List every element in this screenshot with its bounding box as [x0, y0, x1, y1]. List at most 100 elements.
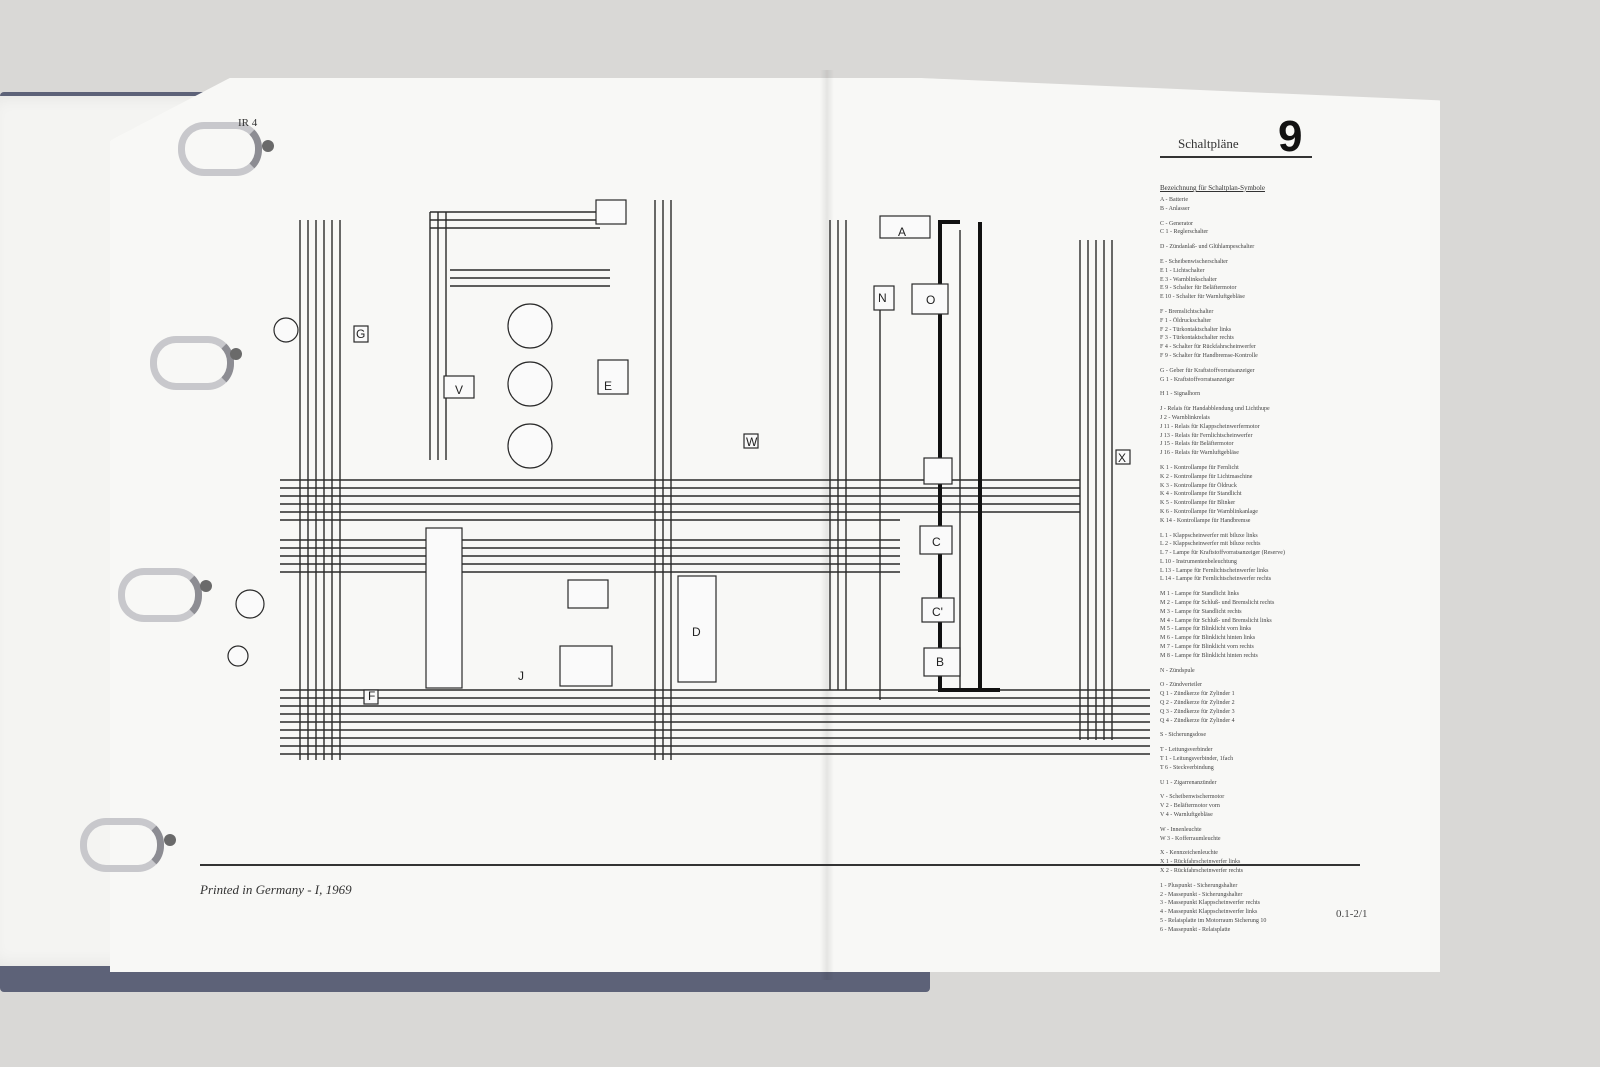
legend-entry: F 9 - Schalter für Handbremse-Kontrolle: [1160, 352, 1258, 359]
legend-entry: K 6 - Kontrollampe für Warnblinkanlage: [1160, 508, 1258, 515]
legend-entry: M 3 - Lampe für Standlicht rechts: [1160, 608, 1242, 615]
legend-entry: H 1 - Signalhorn: [1160, 391, 1201, 398]
legend-entry: S - Sicherungsdose: [1160, 732, 1206, 739]
label-d: D: [692, 625, 701, 639]
legend-entry: N - Zündspule: [1160, 667, 1195, 674]
legend-entry: F 4 - Schalter für Rückfahrscheinwerfer: [1160, 344, 1256, 351]
legend-entry: J 11 - Relais für Klappscheinwerfermotor: [1160, 423, 1260, 430]
punch-hole: [164, 834, 176, 846]
legend-entry: 6 - Massepunkt - Relaisplatte: [1160, 926, 1231, 933]
legend-entry: X 2 - Rückfahrscheinwerfer rechts: [1160, 868, 1243, 874]
header-rule: [1160, 156, 1312, 158]
legend-entry: J - Relais für Handabblendung und Lichth…: [1160, 406, 1270, 413]
label-o: O: [926, 293, 935, 307]
wire-bundle-horizontal: [280, 211, 1150, 755]
legend-entry: M 5 - Lampe für Blinklicht vorn links: [1160, 626, 1252, 633]
legend-entry: E - Scheibenwischerschalter: [1160, 258, 1228, 265]
legend-entry: D - Zündanlaß- und Glühlampeschalter: [1160, 244, 1255, 251]
page-number: IR 4: [238, 117, 258, 129]
footer-rule: [200, 864, 1360, 866]
legend-entry: C 1 - Reglerschalter: [1160, 229, 1209, 236]
legend-entry: W 3 - Kofferraumleuchte: [1160, 835, 1221, 842]
legend-list: A - Batterie B - Anlasser C - Generator C 1…: [1160, 196, 1420, 935]
legend-entry: L 7 - Lampe für Kraftstoffvorratsanzeige…: [1160, 550, 1285, 557]
legend-entry: E 10 - Schalter für Warnluftgebläse: [1160, 294, 1245, 301]
punch-hole: [262, 140, 274, 152]
label-c: C: [932, 535, 941, 549]
legend-entry: J 15 - Relais für Beläftermotor: [1160, 441, 1234, 448]
legend-entry: Q 2 - Zündkerze für Zylinder 2: [1160, 700, 1235, 707]
label-w: W: [746, 435, 758, 449]
legend-entry: L 13 - Lampe für Fernlichtscheinwerfer l…: [1160, 567, 1269, 574]
legend-entry: K 2 - Kontrollampe für Lichtmaschine: [1160, 473, 1253, 480]
legend-entry: M 7 - Lampe für Blinklicht vorn rechts: [1160, 644, 1254, 651]
legend-entry: E 3 - Warnblinkschalter: [1160, 276, 1217, 283]
legend-entry: G - Geber für Kraftstoffvorratsanzeiger: [1160, 367, 1255, 374]
legend-entry: F - Bremslichtschalter: [1160, 308, 1214, 315]
legend-entry: J 2 - Warnblinkrelais: [1160, 414, 1210, 421]
legend-entry: M 8 - Lampe für Blinklicht hinten rechts: [1160, 652, 1258, 659]
components: [353, 199, 1131, 705]
legend-entry: M 4 - Lampe für Schluß- und Bremslicht l…: [1160, 617, 1272, 624]
legend-entry: T - Leitungsverbinder: [1160, 747, 1213, 754]
wire-bundle-vertical: [299, 200, 1113, 760]
legend-entry: E 9 - Schalter für Beläftermotor: [1160, 285, 1237, 292]
legend-entry: F 1 - Öldruckschalter: [1160, 317, 1212, 324]
label-b: B: [936, 655, 944, 669]
label-e: E: [604, 379, 612, 393]
label-x: X: [1118, 451, 1126, 465]
legend-entry: X - Kennzeichenleuchte: [1160, 850, 1218, 857]
legend-entry: 1 - Pluspunkt - Sicherungshalter: [1160, 882, 1238, 889]
legend-entry: U 1 - Zigarrenanzünder: [1160, 779, 1217, 786]
component-labels: A B C C' D E F G J N O V W X: [356, 225, 1126, 703]
legend-entry: K 3 - Kontrollampe für Öldruck: [1160, 482, 1237, 489]
legend-entry: C - Generator: [1160, 220, 1193, 227]
legend-entry: G 1 - Kraftstoffvorratsanzeiger: [1160, 376, 1235, 383]
legend-entry: L 2 - Klappscheinwerfer mit biluxe recht…: [1160, 541, 1261, 548]
legend-entry: M 2 - Lampe für Schluß- und Bremslicht r…: [1160, 600, 1275, 607]
label-f: F: [368, 689, 375, 703]
legend-entry: Q 4 - Zündkerze für Zylinder 4: [1160, 717, 1235, 724]
page-code: 0.1-2/1: [1336, 908, 1368, 920]
legend-entry: 2 - Massepunkt - Sicherungshalter: [1160, 891, 1243, 898]
punch-hole: [200, 580, 212, 592]
legend-entry: J 13 - Relais für Fernlichtscheinwerfer: [1160, 432, 1253, 439]
legend-entry: Q 3 - Zündkerze für Zylinder 3: [1160, 708, 1235, 715]
legend-entry: K 14 - Kontrollampe für Handbremse: [1160, 517, 1251, 524]
legend-entry: V 4 - Warnluftgebläse: [1160, 812, 1213, 819]
legend-entry: 4 - Massepunkt Klappscheinwerfer links: [1160, 909, 1258, 916]
legend-entry: K 1 - Kontrollampe für Fernlicht: [1160, 464, 1239, 471]
legend-entry: 3 - Massepunkt Klappscheinwerfer rechts: [1160, 900, 1260, 907]
legend-entry: F 2 - Türkontaktschalter links: [1160, 326, 1232, 333]
legend-title: Bezeichnung für Schaltplan-Symbole: [1160, 184, 1265, 192]
heavy-battery-cable: [938, 220, 1000, 692]
label-a: A: [898, 225, 906, 239]
section-title: Schaltpläne: [1178, 136, 1239, 151]
legend-entry: A - Batterie: [1160, 197, 1188, 203]
legend-entry: E 1 - Lichtschalter: [1160, 267, 1205, 274]
gauges: [227, 303, 553, 667]
legend-entry: M 1 - Lampe für Standlicht links: [1160, 591, 1239, 598]
label-g: G: [356, 327, 365, 341]
binder-ring: [118, 568, 202, 622]
legend-entry: V 2 - Beläftermotor vorn: [1160, 803, 1220, 810]
legend-entry: K 5 - Kontrollampe für Blinker: [1160, 500, 1236, 507]
legend-entry: T 1 - Leitungsverbinder, 1fach: [1160, 756, 1234, 763]
label-v: V: [455, 383, 463, 397]
legend-entry: Q 1 - Zündkerze für Zylinder 1: [1160, 691, 1235, 698]
legend-entry: O - Zündverteiler: [1160, 682, 1202, 689]
legend-entry: L 14 - Lampe für Fernlichtscheinwerfer r…: [1160, 576, 1272, 583]
legend-entry: L 1 - Klappscheinwerfer mit biluxe links: [1160, 532, 1258, 539]
legend-entry: X 1 - Rückfahrscheinwerfer links: [1160, 859, 1241, 866]
section-number: 9: [1278, 112, 1303, 161]
label-j: J: [518, 669, 524, 683]
punch-hole: [230, 348, 242, 360]
binder-ring: [178, 122, 262, 176]
legend-entry: K 4 - Kontrollampe für Standlicht: [1160, 491, 1242, 498]
legend-entry: L 10 - Instrumentenbeleuchtung: [1160, 558, 1237, 565]
binder-ring: [150, 336, 234, 390]
legend-entry: 5 - Relaisplatte im Motorraum Sicherung …: [1160, 917, 1267, 924]
legend-entry: M 6 - Lampe für Blinklicht hinten links: [1160, 635, 1256, 642]
legend-entry: B - Anlasser: [1160, 205, 1190, 212]
